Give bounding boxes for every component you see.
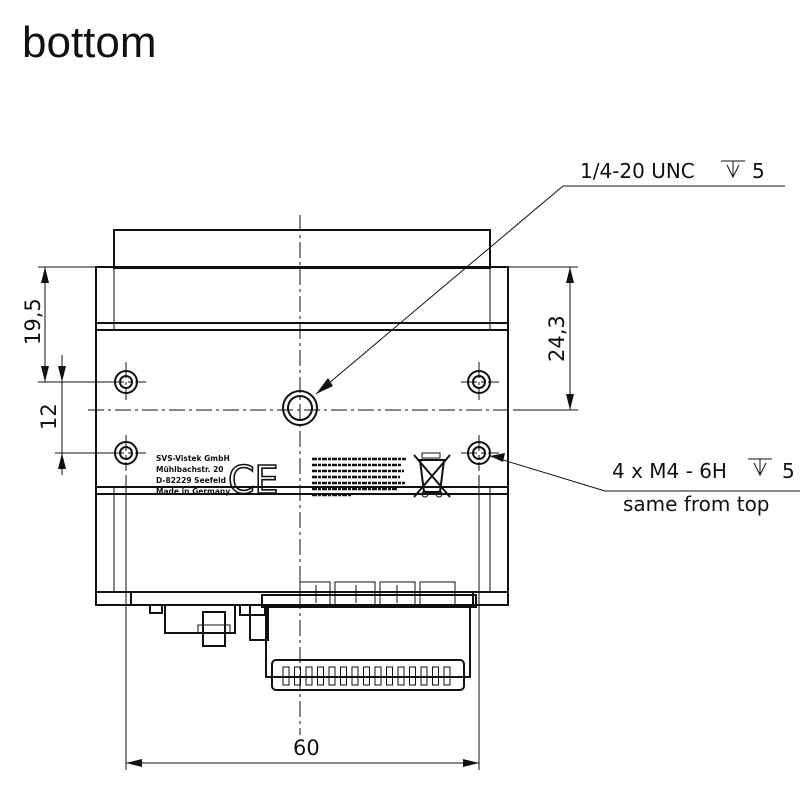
dimension-left-spacing: 12 [37,355,110,475]
label-origin: Made in Germany [156,487,230,496]
depth-symbol-icon [721,160,745,179]
tripod-depth-text: 5 [752,159,765,183]
ce-mark: CE [228,458,279,502]
mounting-hole-bottom-left [108,435,146,471]
weee-bin-icon [413,452,451,498]
dimension-left-top: 19,5 [21,266,110,383]
dimension-left-spacing-text: 12 [37,403,61,430]
label-street: Mühlbachstr. 20 [156,465,224,474]
compliance-text-block [312,457,406,497]
type-label: SVS-Vistek GmbH Mühlbachstr. 20 D-82229 … [156,452,451,503]
body-lower-section [95,493,509,593]
mount-holes-text: 4 x M4 - 6H [612,459,727,483]
label-company: SVS-Vistek GmbH [156,454,230,463]
dimension-right-top-text: 24,3 [545,315,569,362]
camera-body [95,229,509,606]
mount-note-text: same from top [623,492,770,516]
body-top-rim [113,229,491,269]
mounting-hole-top-right [461,362,499,400]
dimension-right-top: 24,3 [508,266,578,411]
label-city: D-82229 Seefeld [156,476,226,485]
tripod-thread-hole [282,390,318,426]
tripod-thread-text: 1/4-20 UNC [580,159,695,183]
dimension-width-text: 60 [293,736,320,760]
dimension-left-top-text: 19,5 [21,298,45,345]
depth-symbol-icon [748,458,772,477]
mounting-hole-bottom-right [461,435,499,471]
mounting-hole-top-left [108,362,146,400]
connector-assembly [149,581,477,691]
mount-depth-text: 5 [782,459,795,483]
callout-mounting-holes: 4 x M4 - 6H 5 same from top [489,453,800,516]
dimension-width: 60 [125,475,480,770]
callout-tripod-thread: 1/4-20 UNC 5 [315,159,785,395]
view-title: bottom [22,18,157,67]
